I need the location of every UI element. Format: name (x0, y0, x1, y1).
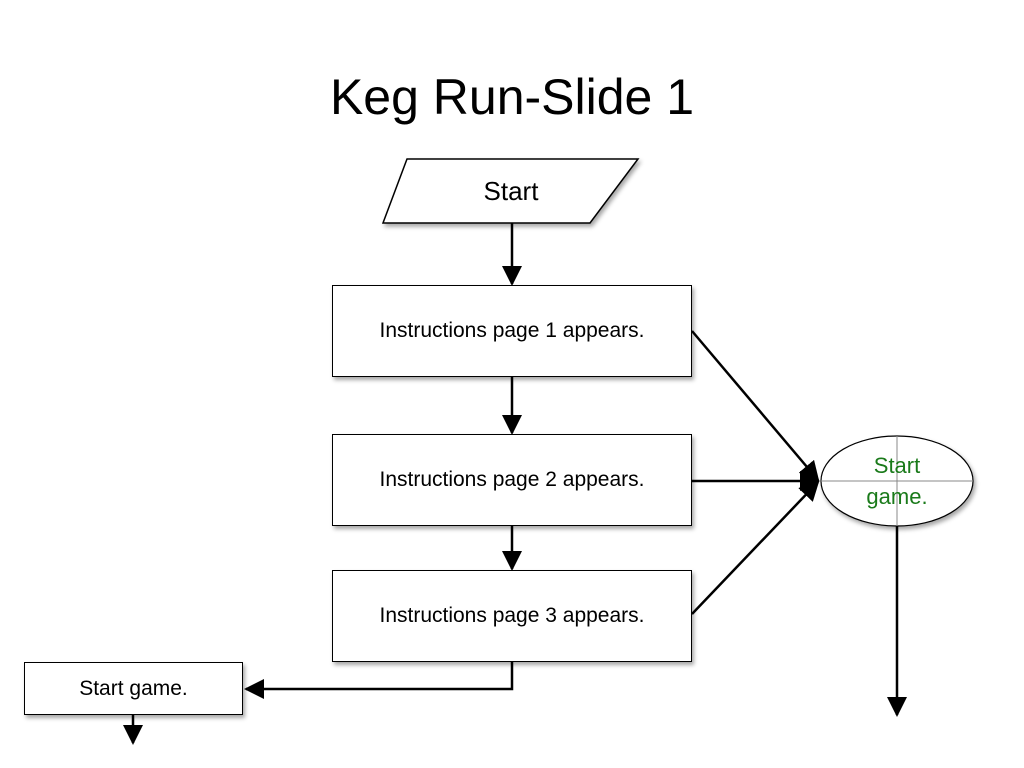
arrow-page3-to-start-game (244, 662, 514, 699)
start-label: Start (483, 175, 539, 206)
start-game-oval-line-1: Start (873, 453, 921, 478)
start-game-oval-label: Start game. (831, 448, 963, 514)
start-game-oval-line-2: game. (866, 484, 928, 509)
start-parallelogram (381, 158, 640, 224)
slide-title: Keg Run-Slide 1 (329, 69, 695, 125)
start-game-box: Start game. (24, 662, 243, 715)
arrow-page3-to-oval (691, 480, 820, 615)
instructions-page-1-label: Instructions page 1 appears. (379, 319, 645, 342)
instructions-page-3-label: Instructions page 3 appears. (379, 604, 645, 627)
instructions-page-2-label: Instructions page 2 appears. (379, 468, 645, 491)
start-game-box-label: Start game. (79, 676, 188, 700)
instructions-page-2-box: Instructions page 2 appears. (332, 434, 692, 526)
instructions-page-1-box: Instructions page 1 appears. (332, 285, 692, 377)
arrow-page1-to-oval (691, 330, 820, 482)
instructions-page-3-box: Instructions page 3 appears. (332, 570, 692, 662)
